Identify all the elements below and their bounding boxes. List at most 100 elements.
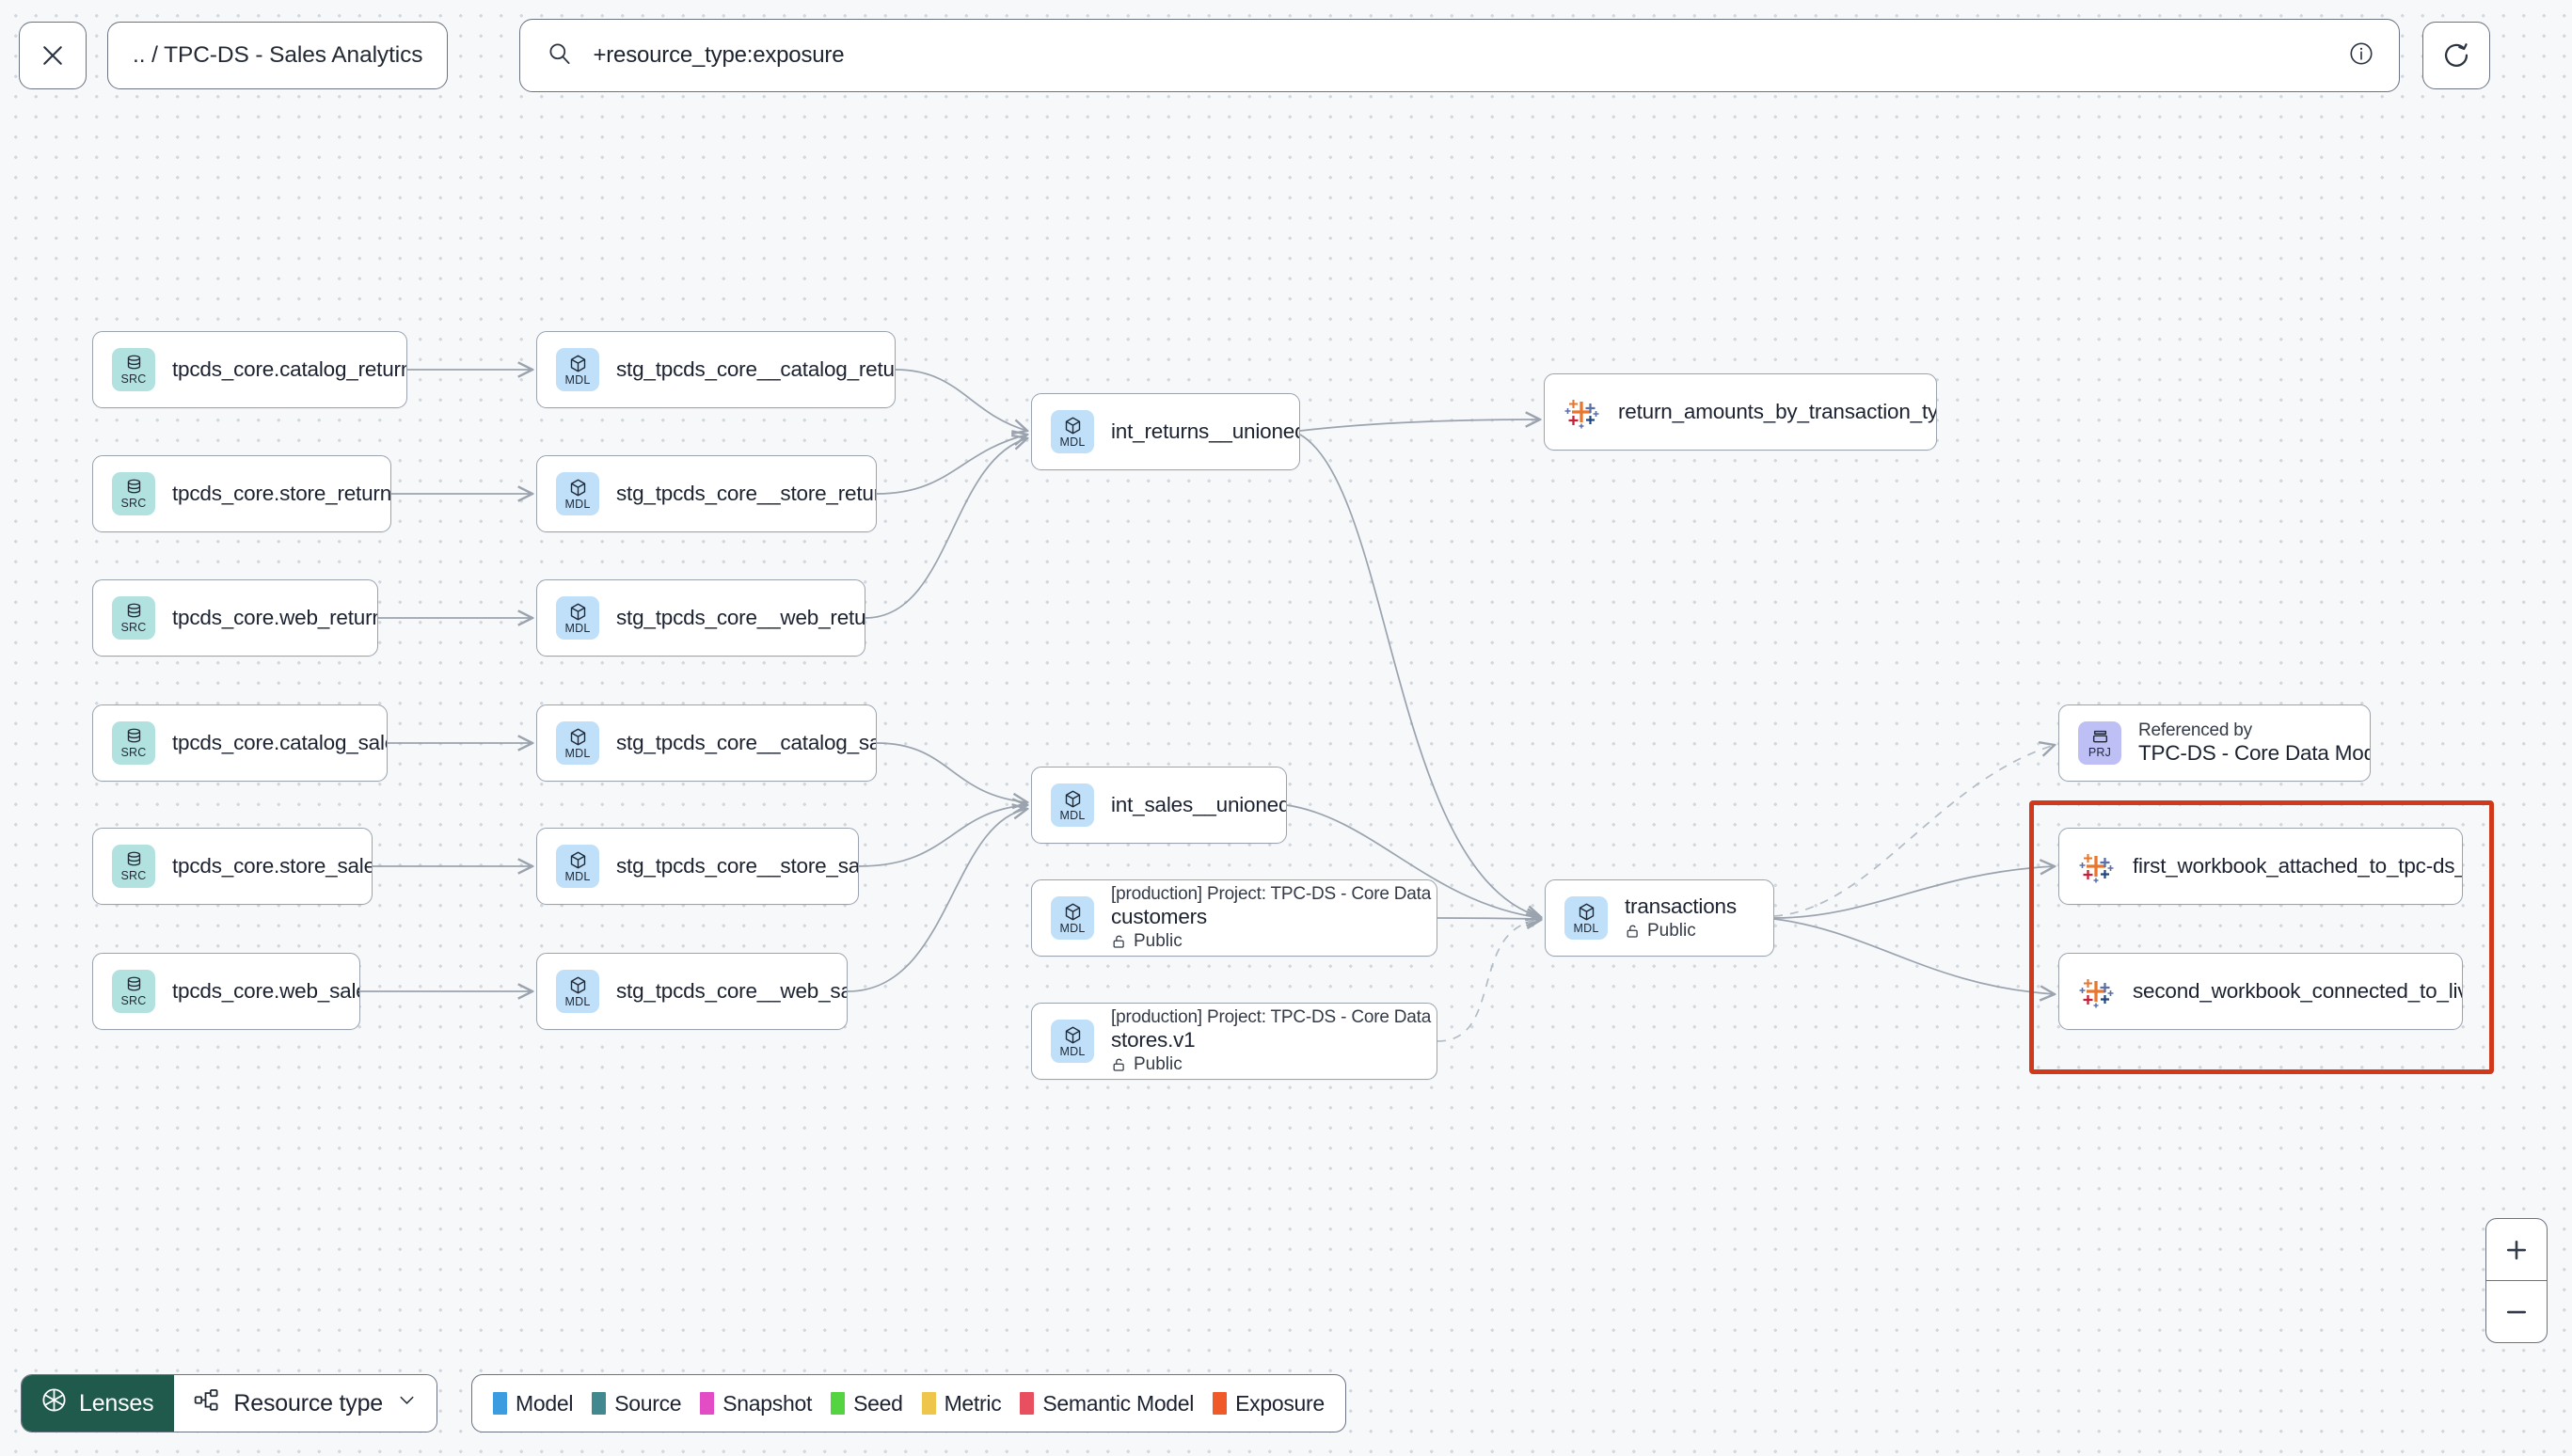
node-title: int_sales__unioned (1111, 793, 1286, 816)
node-exposure-first-workbook[interactable]: first_workbook_attached_to_tpc-ds_-_… (2058, 828, 2463, 905)
zoom-divider (2486, 1280, 2547, 1281)
node-src-web-sales[interactable]: SRC tpcds_core.web_sales (92, 953, 360, 1030)
chevron-down-icon (396, 1389, 418, 1417)
lenses-button[interactable]: Lenses (22, 1375, 175, 1432)
badge-label: SRC (120, 497, 147, 510)
badge-label: MDL (1573, 921, 1599, 935)
model-badge: MDL (556, 721, 599, 765)
legend-label: Source (614, 1390, 682, 1416)
legend-label: Exposure (1235, 1390, 1325, 1416)
refresh-button[interactable] (2422, 22, 2491, 89)
node-mdl-transactions[interactable]: MDL transactions Public (1545, 879, 1774, 957)
breadcrumb[interactable]: .. / TPC-DS - Sales Analytics (107, 22, 449, 89)
badge-label: SRC (120, 746, 147, 759)
legend-item-metric: Metric (921, 1390, 1002, 1416)
hierarchy-icon (193, 1386, 220, 1420)
node-title: tpcds_core.catalog_returns (172, 357, 406, 381)
refresh-icon (2441, 40, 2471, 71)
node-stg-web-returns[interactable]: MDL stg_tpcds_core__web_returns (536, 579, 865, 657)
badge-label: SRC (120, 621, 147, 634)
badge-label: PRJ (2088, 746, 2112, 759)
model-badge: MDL (556, 472, 599, 515)
node-int-returns-unioned[interactable]: MDL int_returns__unioned (1031, 393, 1300, 470)
lenses-group: Lenses Resource type (21, 1374, 438, 1432)
badge-label: MDL (564, 497, 591, 511)
node-project-core-data-models[interactable]: PRJ Referenced by TPC-DS - Core Data Mod… (2058, 704, 2371, 782)
model-badge: MDL (1051, 783, 1094, 827)
tableau-icon (2079, 854, 2114, 883)
legend-swatch (1213, 1392, 1228, 1415)
zoom-in-button[interactable] (2486, 1219, 2547, 1280)
resource-type-legend: Model Source Snapshot Seed Metric Semant… (471, 1374, 1346, 1432)
source-badge: SRC (112, 970, 155, 1013)
node-stg-store-returns[interactable]: MDL stg_tpcds_core__store_returns (536, 455, 877, 532)
unlock-icon (1625, 923, 1641, 940)
node-stg-catalog-returns[interactable]: MDL stg_tpcds_core__catalog_returns (536, 331, 896, 408)
node-title: TPC-DS - Core Data Models (2138, 741, 2370, 765)
tableau-icon (2079, 979, 2114, 1008)
badge-label: SRC (120, 994, 147, 1007)
legend-item-snapshot: Snapshot (700, 1391, 812, 1416)
source-badge: SRC (112, 348, 155, 391)
zoom-out-button[interactable] (2486, 1281, 2547, 1342)
model-badge: MDL (1564, 896, 1608, 940)
node-src-catalog-sales[interactable]: SRC tpcds_core.catalog_sales (92, 704, 388, 782)
legend-label: Model (516, 1390, 574, 1416)
legend-swatch (592, 1392, 607, 1415)
legend-item-semantic-model: Semantic Model (1020, 1391, 1194, 1416)
model-badge: MDL (1051, 896, 1094, 940)
visibility-status: Public (1111, 931, 1437, 952)
node-stg-web-sales[interactable]: MDL stg_tpcds_core__web_sales (536, 953, 848, 1030)
legend-label: Metric (944, 1390, 1002, 1416)
legend-label: Semantic Model (1042, 1390, 1195, 1416)
node-stg-store-sales[interactable]: MDL stg_tpcds_core__store_sales (536, 828, 859, 905)
node-src-web-returns[interactable]: SRC tpcds_core.web_returns (92, 579, 378, 657)
node-title: stg_tpcds_core__web_sales (616, 979, 847, 1003)
resource-type-dropdown[interactable]: Resource type (174, 1375, 437, 1432)
node-title: transactions (1625, 894, 1737, 918)
node-mdl-stores[interactable]: MDL [production] Project: TPC-DS - Core … (1031, 1003, 1437, 1080)
node-subtitle: [production] Project: TPC-DS - Core Data… (1111, 1007, 1437, 1027)
search-input[interactable]: +resource_type:exposure (593, 42, 845, 68)
node-stg-catalog-sales[interactable]: MDL stg_tpcds_core__catalog_sales (536, 704, 877, 782)
close-button[interactable] (19, 22, 87, 89)
search-bar[interactable]: +resource_type:exposure (519, 19, 2401, 92)
unlock-icon (1111, 1056, 1127, 1073)
legend-swatch (921, 1392, 936, 1415)
model-badge: MDL (556, 970, 599, 1013)
node-src-store-returns[interactable]: SRC tpcds_core.store_returns (92, 455, 391, 532)
legend-swatch (831, 1392, 846, 1415)
legend-label: Seed (853, 1390, 903, 1416)
lenses-label: Lenses (79, 1389, 154, 1416)
source-badge: SRC (112, 596, 155, 640)
legend-item-exposure: Exposure (1213, 1391, 1325, 1416)
info-icon[interactable] (2348, 40, 2374, 71)
legend-swatch (700, 1392, 715, 1415)
node-src-catalog-returns[interactable]: SRC tpcds_core.catalog_returns (92, 331, 407, 408)
node-src-store-sales[interactable]: SRC tpcds_core.store_sales (92, 828, 373, 905)
node-title: tpcds_core.catalog_sales (172, 731, 387, 754)
node-exposure-return-amounts[interactable]: return_amounts_by_transaction_type (1544, 373, 1937, 451)
legend-item-model: Model (493, 1391, 573, 1416)
node-title: tpcds_core.web_returns (172, 606, 377, 629)
node-title: int_returns__unioned (1111, 419, 1299, 443)
node-mdl-customers[interactable]: MDL [production] Project: TPC-DS - Core … (1031, 879, 1437, 957)
badge-label: MDL (564, 869, 591, 883)
node-exposure-second-workbook[interactable]: second_workbook_connected_to_live… (2058, 953, 2463, 1030)
close-icon (39, 41, 67, 70)
visibility-label: Public (1134, 1054, 1183, 1074)
node-int-sales-unioned[interactable]: MDL int_sales__unioned (1031, 767, 1287, 844)
badge-label: MDL (564, 994, 591, 1008)
source-badge: SRC (112, 845, 155, 888)
visibility-status: Public (1111, 1054, 1437, 1075)
node-subtitle: Referenced by (2138, 720, 2252, 740)
badge-label: MDL (1059, 435, 1086, 449)
node-title: tpcds_core.store_returns (172, 482, 390, 505)
model-badge: MDL (556, 348, 599, 391)
tableau-icon (1564, 400, 1599, 429)
model-badge: MDL (1051, 1020, 1094, 1063)
visibility-label: Public (1134, 931, 1183, 951)
node-title: stg_tpcds_core__catalog_sales (616, 731, 876, 754)
